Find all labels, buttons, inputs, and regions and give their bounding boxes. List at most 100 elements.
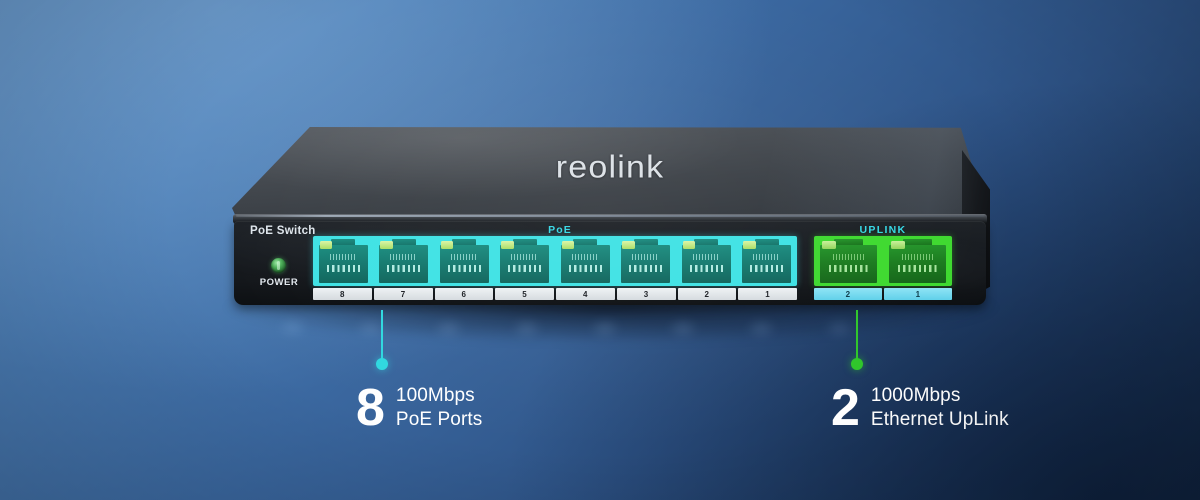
port-number-label: 2 xyxy=(677,288,737,300)
callout-poe-count: 8 xyxy=(356,379,385,437)
rj45-body xyxy=(889,245,946,283)
label-power: POWER xyxy=(259,277,299,288)
rj45-lower-contacts xyxy=(629,265,663,272)
rj45-tab xyxy=(754,239,779,249)
rj45-tab xyxy=(391,239,416,249)
callout-uplink-description: 1000Mbps Ethernet UpLink xyxy=(871,384,1009,433)
port-status-led xyxy=(622,241,635,249)
callout-dot-uplink xyxy=(851,358,863,370)
rj45-jack-icon xyxy=(817,239,881,283)
rj45-lower-contacts xyxy=(750,265,784,272)
rj45-tab xyxy=(331,239,356,249)
rj45-tab xyxy=(452,239,477,249)
rj45-tab xyxy=(694,239,719,249)
rj45-tab xyxy=(633,239,658,249)
rj45-body xyxy=(742,245,792,283)
callout-uplink-line2: Ethernet UpLink xyxy=(870,409,1009,430)
brand-logo: reolink xyxy=(232,149,988,185)
port-number-label: 6 xyxy=(434,288,494,300)
rj45-jack-icon xyxy=(679,239,735,283)
rj45-tab xyxy=(573,239,598,249)
rj45-body xyxy=(560,245,610,283)
rj45-port[interactable] xyxy=(817,239,881,283)
label-uplink-bank: UPLINK xyxy=(859,224,907,236)
rj45-jack-icon xyxy=(376,239,432,283)
rj45-lower-contacts xyxy=(447,265,481,272)
rj45-tab xyxy=(903,239,932,249)
callout-uplink: 2 1000Mbps Ethernet UpLink xyxy=(831,382,1009,434)
rj45-body xyxy=(820,245,877,283)
rj45-jack-icon xyxy=(886,239,950,283)
rj45-upper-contacts xyxy=(753,253,781,260)
port-status-led xyxy=(501,241,514,249)
device-bevel-highlight xyxy=(236,215,984,217)
callout-uplink-line1: 1000Mbps xyxy=(870,384,961,406)
rj45-lower-contacts xyxy=(829,265,868,272)
rj45-body xyxy=(439,245,489,283)
callout-poe-line2: PoE Ports xyxy=(395,409,483,430)
port-status-led xyxy=(682,241,696,249)
rj45-lower-contacts xyxy=(387,265,421,272)
rj45-lower-contacts xyxy=(508,265,542,272)
rj45-body xyxy=(500,245,550,283)
rj45-port[interactable] xyxy=(618,239,674,283)
callout-poe-line1: 100Mbps xyxy=(395,384,475,406)
rj45-jack-icon xyxy=(618,239,674,283)
callout-poe: 8 100Mbps PoE Ports xyxy=(356,382,482,434)
rj45-jack-icon xyxy=(316,239,372,283)
rj45-port[interactable] xyxy=(497,239,553,283)
rj45-body xyxy=(681,245,731,283)
port-status-led xyxy=(890,241,905,249)
rj45-jack-icon xyxy=(558,239,614,283)
callout-connector-line-poe xyxy=(381,310,383,362)
label-poe-bank: PoE xyxy=(548,224,572,236)
brand-logo-text: reolink xyxy=(555,149,665,185)
rj45-jack-icon xyxy=(739,239,795,283)
callout-dot-poe xyxy=(376,358,388,370)
port-status-led xyxy=(561,241,575,249)
callout-poe-description: 100Mbps PoE Ports xyxy=(396,384,482,433)
port-number-label: 1 xyxy=(738,288,797,300)
rj45-port[interactable] xyxy=(376,239,432,283)
rj45-body xyxy=(318,245,368,283)
rj45-body xyxy=(621,245,671,283)
device-top-panel xyxy=(232,127,988,219)
rj45-jack-icon xyxy=(437,239,493,283)
rj45-upper-contacts xyxy=(390,253,418,260)
callout-uplink-count: 2 xyxy=(831,379,860,437)
power-led-indicator xyxy=(271,258,286,273)
port-number-label: 5 xyxy=(495,288,554,300)
callout-connector-line-uplink xyxy=(856,310,858,362)
rj45-upper-contacts xyxy=(833,253,864,260)
rj45-port[interactable] xyxy=(316,239,372,283)
uplink-port-bank xyxy=(814,236,952,286)
rj45-tab xyxy=(512,239,537,249)
device-front-bevel xyxy=(233,214,987,224)
rj45-port[interactable] xyxy=(679,239,735,283)
rj45-lower-contacts xyxy=(898,265,937,272)
rj45-jack-icon xyxy=(497,239,553,283)
port-number-label: 2 xyxy=(814,288,882,300)
label-poe-switch: PoE Switch xyxy=(250,225,316,237)
rj45-upper-contacts xyxy=(902,253,933,260)
poe-port-bank xyxy=(313,236,797,286)
rj45-upper-contacts xyxy=(450,253,478,260)
rj45-upper-contacts xyxy=(571,253,599,260)
rj45-port[interactable] xyxy=(558,239,614,283)
rj45-upper-contacts xyxy=(692,253,720,260)
rj45-port[interactable] xyxy=(886,239,950,283)
rj45-tab xyxy=(834,239,863,249)
rj45-upper-contacts xyxy=(329,253,357,260)
rj45-body xyxy=(379,245,429,283)
port-number-label: 1 xyxy=(884,288,952,300)
port-status-led xyxy=(821,241,836,249)
port-status-led xyxy=(743,241,756,249)
rj45-port[interactable] xyxy=(437,239,493,283)
rj45-lower-contacts xyxy=(568,265,602,272)
port-status-led xyxy=(319,241,333,249)
rj45-port[interactable] xyxy=(739,239,795,283)
